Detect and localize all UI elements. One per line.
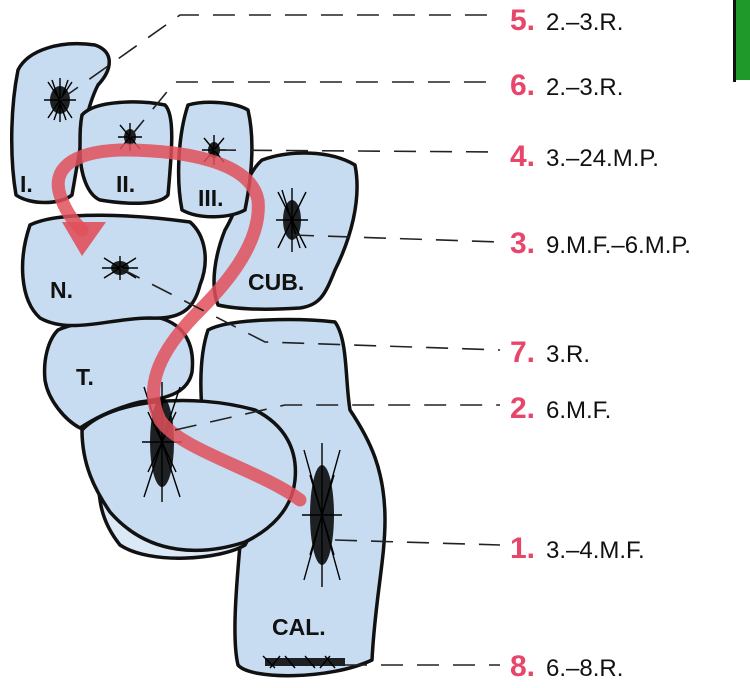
leader-4 <box>214 150 500 152</box>
annotation-3: 3. 9.M.F.–6.M.P. <box>510 227 691 260</box>
leader-5 <box>60 15 500 100</box>
annotation-text: 3.R. <box>546 341 590 368</box>
annotation-number: 1. <box>510 532 535 565</box>
annotation-number: 3. <box>510 227 535 260</box>
bone-label-calcaneus: CAL. <box>272 614 326 640</box>
annotation-text: 6.M.F. <box>546 397 611 424</box>
annotation-number: 6. <box>510 69 535 102</box>
spot-1 <box>302 443 342 587</box>
bone-label-second: II. <box>116 171 135 197</box>
bone-label-talus: T. <box>76 364 94 390</box>
annotation-6: 6. 2.–3.R. <box>510 69 623 102</box>
annotation-5: 5. 2.–3.R. <box>510 4 623 37</box>
annotation-4: 4. 3.–24.M.P. <box>510 140 659 173</box>
corner-tab-border <box>733 0 736 82</box>
annotation-text: 3.–4.M.F. <box>546 537 645 564</box>
annotation-8: 8. 6.–8.R. <box>510 650 623 683</box>
bone-label-third: III. <box>198 185 224 211</box>
annotation-text: 6.–8.R. <box>546 655 623 682</box>
annotation-text: 2.–3.R. <box>546 74 623 101</box>
bone-label-cuboid: CUB. <box>248 269 304 295</box>
annotation-number: 4. <box>510 140 535 173</box>
corner-tab <box>735 0 750 80</box>
annotation-number: 8. <box>510 650 535 683</box>
annotation-number: 2. <box>510 392 535 425</box>
annotation-number: 5. <box>510 4 535 37</box>
annotation-text: 2.–3.R. <box>546 9 623 36</box>
bone-label-navicular: N. <box>50 277 73 303</box>
annotation-text: 9.M.F.–6.M.P. <box>546 232 691 259</box>
spot-3 <box>276 188 308 252</box>
annotation-text: 3.–24.M.P. <box>546 145 659 172</box>
annotation-number: 7. <box>510 336 535 369</box>
annotation-2: 2. 6.M.F. <box>510 392 611 425</box>
annotation-1: 1. 3.–4.M.F. <box>510 532 645 565</box>
annotation-7: 7. 3.R. <box>510 336 590 369</box>
bone-label-first: I. <box>20 171 33 197</box>
